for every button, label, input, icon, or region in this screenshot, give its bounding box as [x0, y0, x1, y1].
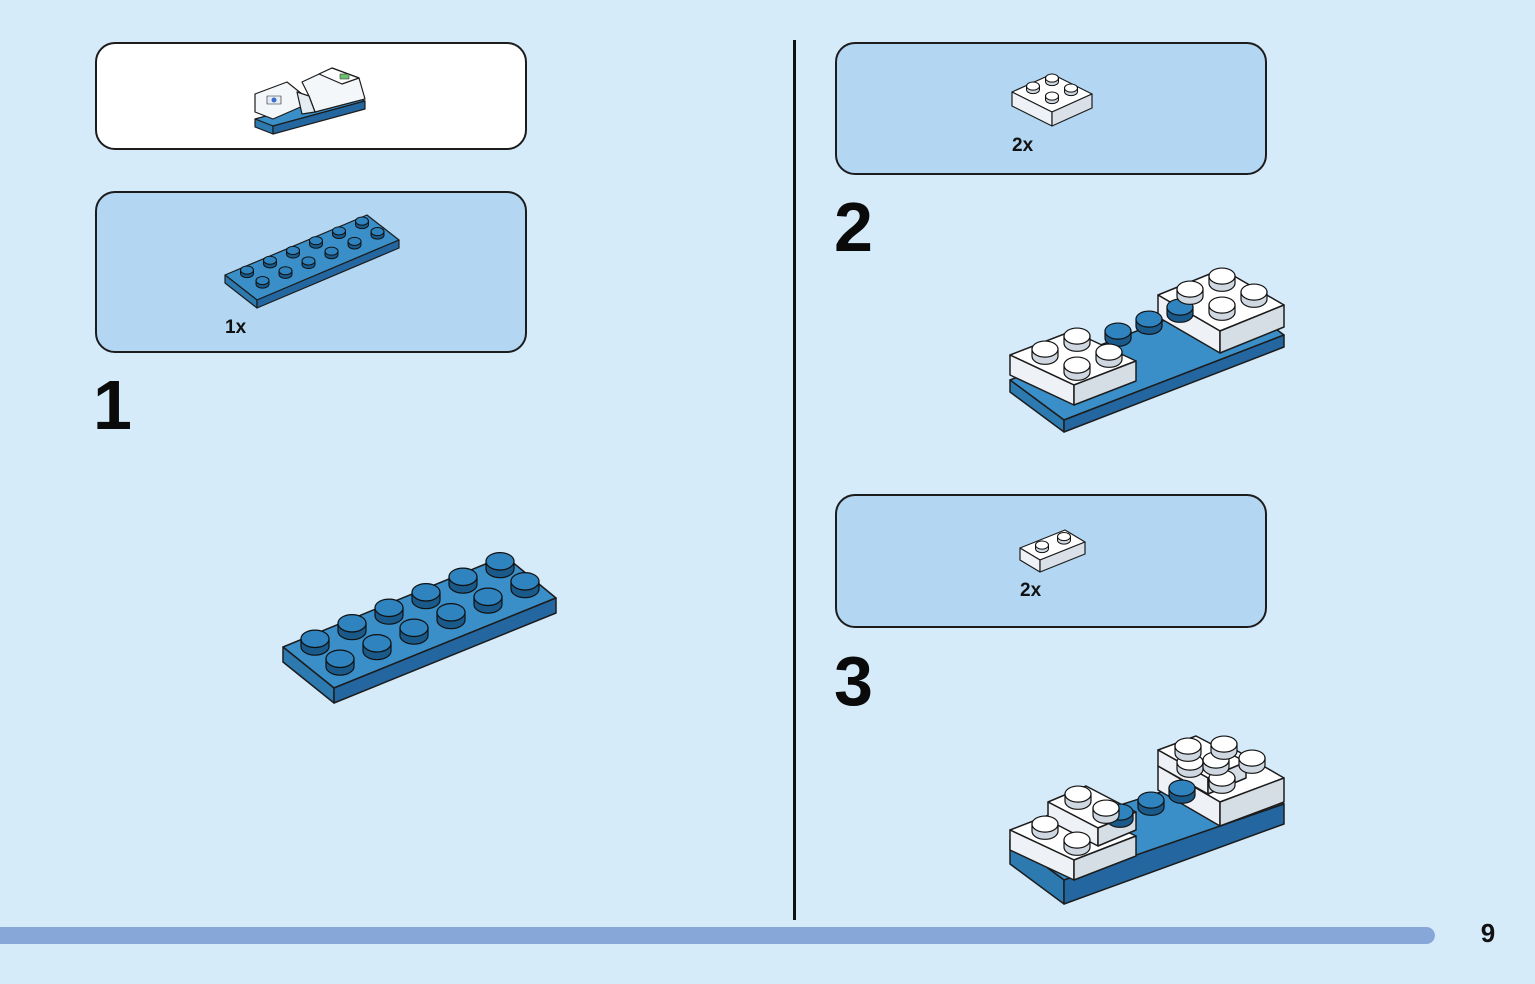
stud-top	[436, 603, 466, 622]
step-3-model	[1009, 735, 1285, 905]
stud-top	[374, 598, 404, 618]
stud-top	[1176, 280, 1204, 298]
stud-top	[1026, 81, 1040, 91]
stud-top	[1092, 799, 1120, 817]
stud-top	[399, 618, 429, 638]
stud-top	[1064, 83, 1078, 93]
stud-top	[1031, 815, 1059, 833]
stud-top	[448, 567, 478, 587]
stud-top	[485, 552, 515, 571]
stud-top	[1063, 327, 1091, 345]
step-3-number: 3	[834, 642, 873, 720]
step-1-number: 1	[93, 366, 132, 444]
step-1-quantity: 1x	[225, 317, 247, 338]
stud-top	[1240, 283, 1268, 301]
stud-top	[1063, 831, 1091, 849]
stud-top	[355, 216, 369, 226]
stud-top	[1210, 735, 1238, 753]
stud-top	[411, 583, 441, 602]
stud-top	[1035, 540, 1049, 550]
stud-top	[370, 227, 385, 237]
stud-top	[1045, 73, 1059, 83]
stud-top	[278, 266, 293, 276]
stud-top	[1031, 340, 1059, 358]
stud-top	[332, 226, 346, 236]
stud-top	[1135, 310, 1163, 328]
stud-top	[473, 587, 503, 607]
stud-top	[301, 256, 316, 266]
stud-top	[1063, 356, 1091, 374]
step-2-number: 2	[834, 188, 873, 266]
step-1-model-blue-plate	[282, 552, 557, 704]
stud-top	[309, 236, 323, 246]
stud-top	[1057, 532, 1071, 542]
stud-top	[1208, 296, 1236, 314]
step-2-model	[1009, 267, 1285, 433]
step-3-parts-callout: 2x	[835, 494, 1267, 628]
progress-fill	[0, 927, 1435, 944]
stud-top	[325, 649, 355, 669]
stud-top	[1104, 322, 1132, 340]
step-2-parts-callout: 2x	[835, 42, 1267, 175]
page-divider	[793, 40, 796, 920]
finished-model-callout	[95, 42, 527, 150]
stud-top	[1174, 737, 1202, 755]
step-3-quantity: 2x	[1020, 580, 1042, 601]
page-number: 9	[1480, 918, 1496, 948]
finished-model-icon	[254, 67, 366, 135]
stud-top	[510, 572, 540, 591]
stud-top	[1238, 749, 1266, 767]
stud-top	[1208, 267, 1236, 285]
stud-top	[1168, 779, 1196, 797]
stud-top	[1137, 791, 1165, 809]
stud-top	[263, 255, 277, 265]
stud-top	[324, 246, 339, 256]
white-plate-2x2-icon	[1011, 73, 1093, 127]
stud-top	[300, 629, 330, 649]
stud-top	[347, 236, 362, 246]
stud-top	[362, 634, 392, 653]
white-plate-1x2-icon	[1019, 529, 1086, 573]
stud-top	[1045, 91, 1059, 101]
stud-top	[337, 614, 367, 633]
stud-top	[1095, 343, 1123, 361]
stud-top	[240, 265, 254, 275]
progress-bar	[0, 927, 1435, 944]
step-2-quantity: 2x	[1012, 135, 1034, 156]
stud-top	[286, 245, 300, 255]
blue-plate-2x6-icon	[224, 214, 400, 309]
step-1-parts-callout: 1x	[95, 191, 527, 353]
stud-top	[1064, 785, 1092, 803]
stud-top	[255, 276, 270, 286]
